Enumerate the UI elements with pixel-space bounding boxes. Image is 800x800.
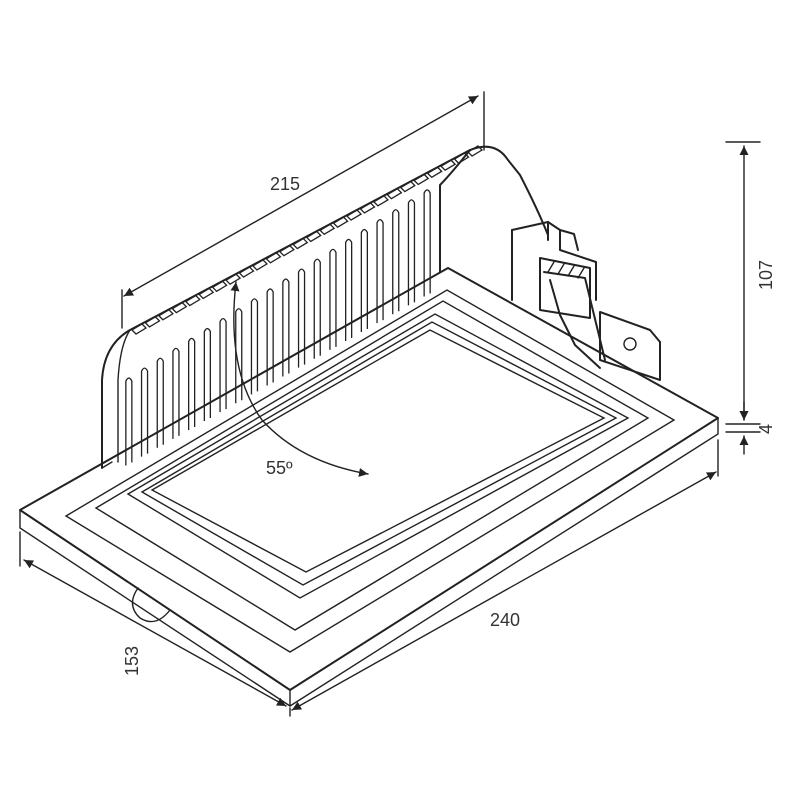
fin-top bbox=[453, 152, 470, 164]
dim-height: 107 4 bbox=[725, 141, 776, 455]
label-4: 4 bbox=[756, 424, 776, 434]
fin-top bbox=[305, 230, 322, 243]
fin-side bbox=[219, 318, 227, 413]
fin-side bbox=[156, 357, 164, 448]
dim-length-front: 240 bbox=[289, 439, 719, 717]
fin-top bbox=[225, 273, 242, 285]
fin-top bbox=[426, 166, 443, 179]
label-107: 107 bbox=[756, 260, 776, 290]
fin-top bbox=[372, 195, 389, 207]
fin-top bbox=[130, 323, 148, 335]
fin-side bbox=[188, 337, 196, 430]
label-240: 240 bbox=[490, 610, 520, 630]
fin-top bbox=[386, 187, 403, 200]
fin-top bbox=[399, 180, 416, 193]
dim-length-top: 215 bbox=[121, 91, 485, 329]
fin-side bbox=[203, 327, 211, 422]
fin-side bbox=[250, 298, 259, 395]
fin-top bbox=[171, 301, 188, 314]
fin-side bbox=[125, 377, 133, 466]
fin-top bbox=[144, 316, 161, 328]
tilt-angle: 55º bbox=[230, 281, 369, 478]
fin-top bbox=[211, 280, 228, 293]
spring-clip bbox=[543, 261, 606, 369]
housing-body bbox=[101, 145, 549, 469]
fin-side bbox=[140, 367, 149, 457]
fin-top bbox=[345, 209, 363, 221]
label-55: 55º bbox=[266, 458, 293, 478]
adjust-knob bbox=[131, 587, 171, 623]
dim-width: 153 bbox=[19, 531, 287, 707]
fin-top bbox=[332, 216, 349, 229]
fin-side bbox=[172, 347, 180, 439]
fin-top bbox=[440, 159, 457, 172]
fin-top bbox=[359, 202, 376, 214]
fin-top bbox=[292, 237, 309, 250]
fin-side bbox=[266, 288, 274, 386]
fin-top bbox=[157, 308, 174, 321]
fin-top bbox=[251, 259, 269, 271]
fin-top bbox=[466, 145, 484, 157]
fin-top bbox=[198, 287, 215, 300]
label-153: 153 bbox=[122, 646, 142, 676]
label-215: 215 bbox=[270, 174, 300, 194]
fin-top bbox=[413, 173, 430, 186]
fin-top bbox=[184, 294, 201, 307]
fin-top bbox=[278, 244, 295, 257]
fin-top bbox=[265, 251, 282, 264]
fin-top bbox=[319, 223, 336, 236]
fin-top bbox=[238, 266, 255, 278]
